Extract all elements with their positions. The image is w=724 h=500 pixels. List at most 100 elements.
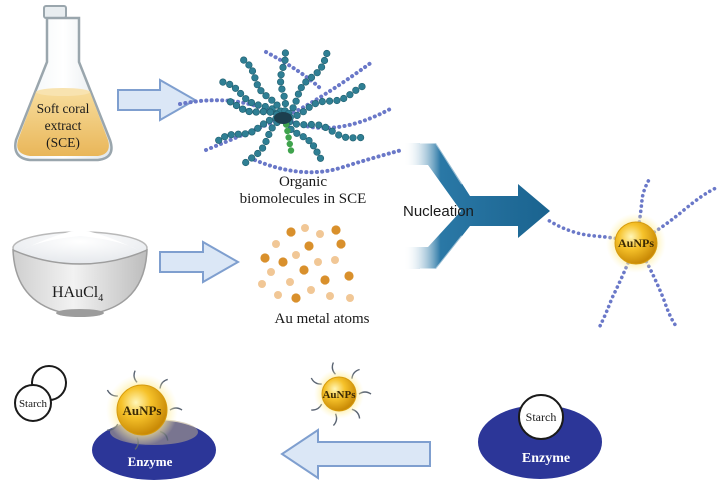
arrow-flask-to-biomolecules bbox=[117, 78, 198, 122]
au-atom bbox=[274, 291, 282, 299]
bead bbox=[358, 82, 366, 91]
bead bbox=[226, 98, 234, 106]
au-atom bbox=[286, 227, 296, 237]
bead bbox=[346, 91, 354, 99]
bead bbox=[292, 97, 300, 105]
au-atom bbox=[331, 256, 339, 264]
bead bbox=[242, 95, 250, 103]
bead bbox=[305, 137, 313, 145]
au-atom bbox=[299, 265, 309, 275]
bead bbox=[231, 84, 240, 92]
bead bbox=[248, 128, 256, 136]
au-atom bbox=[278, 257, 288, 267]
bead bbox=[278, 85, 286, 93]
bead bbox=[265, 116, 274, 124]
bead bbox=[335, 131, 343, 139]
bead bbox=[277, 71, 285, 79]
aunp-free-label: AuNPs bbox=[322, 389, 356, 401]
bead bbox=[268, 96, 276, 104]
aunp-bound-icon bbox=[106, 374, 178, 446]
organic-label-line2: biomolecules in SCE bbox=[240, 191, 367, 207]
bead bbox=[227, 131, 235, 139]
bead bbox=[318, 63, 326, 71]
bead bbox=[254, 101, 262, 109]
au-atom bbox=[304, 241, 314, 251]
dotted-chain-3 bbox=[248, 148, 404, 175]
bead bbox=[277, 78, 285, 86]
flask-label-line2: extract bbox=[45, 118, 82, 133]
arrow-bowl-to-atoms bbox=[159, 240, 241, 284]
bead bbox=[340, 94, 348, 103]
bead bbox=[254, 149, 262, 158]
bead bbox=[307, 73, 316, 81]
bead bbox=[328, 127, 336, 135]
capping-chain-3 bbox=[634, 241, 678, 328]
au-atom bbox=[326, 292, 334, 300]
bead bbox=[292, 120, 301, 128]
bead bbox=[237, 89, 245, 98]
bead bbox=[262, 137, 270, 146]
aunp-main-label: AuNPs bbox=[618, 236, 654, 250]
aunp-free-icon bbox=[314, 369, 364, 419]
bead bbox=[315, 121, 323, 129]
bead bbox=[273, 101, 281, 109]
au-atom bbox=[320, 275, 330, 285]
bead bbox=[254, 124, 262, 132]
au-atom bbox=[267, 268, 275, 276]
au-atom bbox=[346, 294, 354, 302]
bead bbox=[248, 154, 256, 162]
bead bbox=[318, 97, 326, 106]
bowl-label-main: HAuCl bbox=[52, 284, 99, 301]
nucleation-funnel-icon bbox=[404, 142, 550, 270]
enzyme-left-label: Enzyme bbox=[128, 454, 173, 469]
bead bbox=[323, 49, 331, 58]
bead bbox=[239, 105, 247, 113]
bead bbox=[262, 92, 270, 100]
bead bbox=[307, 120, 316, 129]
enzyme-right-icon bbox=[478, 394, 602, 479]
organic-label-line1: Organic bbox=[279, 174, 327, 190]
bead bbox=[280, 92, 288, 100]
bead bbox=[240, 56, 248, 64]
bead bbox=[294, 90, 303, 98]
au-atom bbox=[258, 280, 266, 288]
bowl-label-subscript: 4 bbox=[98, 293, 103, 304]
au-atom bbox=[316, 230, 324, 238]
bead-green bbox=[286, 140, 293, 148]
capping-chain-5 bbox=[634, 176, 652, 245]
bead bbox=[221, 133, 229, 141]
bead bbox=[349, 134, 357, 142]
bead bbox=[257, 87, 265, 95]
au-atom bbox=[307, 286, 315, 294]
bead bbox=[281, 49, 290, 57]
bead bbox=[281, 56, 289, 64]
bead bbox=[300, 121, 308, 129]
au-atom bbox=[272, 240, 280, 248]
dotted-chain-4 bbox=[264, 50, 322, 90]
bead bbox=[253, 81, 261, 89]
bead bbox=[226, 80, 234, 88]
bead bbox=[259, 107, 268, 116]
aunp-main-icon bbox=[606, 213, 666, 273]
bead bbox=[322, 123, 330, 131]
bead bbox=[242, 158, 250, 167]
bead bbox=[245, 107, 253, 116]
bead bbox=[259, 144, 267, 152]
bead bbox=[265, 130, 273, 139]
bead bbox=[342, 133, 350, 141]
bead bbox=[232, 101, 241, 110]
bead bbox=[219, 78, 227, 86]
bead bbox=[248, 67, 257, 75]
bead bbox=[313, 148, 321, 156]
atoms-label: Au metal atoms bbox=[275, 311, 370, 327]
bead bbox=[251, 74, 259, 82]
bead-chains bbox=[215, 49, 366, 167]
aunp-bound-label: AuNPs bbox=[122, 403, 161, 418]
bead bbox=[293, 111, 301, 119]
bead bbox=[316, 154, 325, 162]
starch-free-label: Starch bbox=[19, 398, 48, 410]
au-atom bbox=[331, 225, 341, 235]
bead bbox=[333, 96, 341, 105]
